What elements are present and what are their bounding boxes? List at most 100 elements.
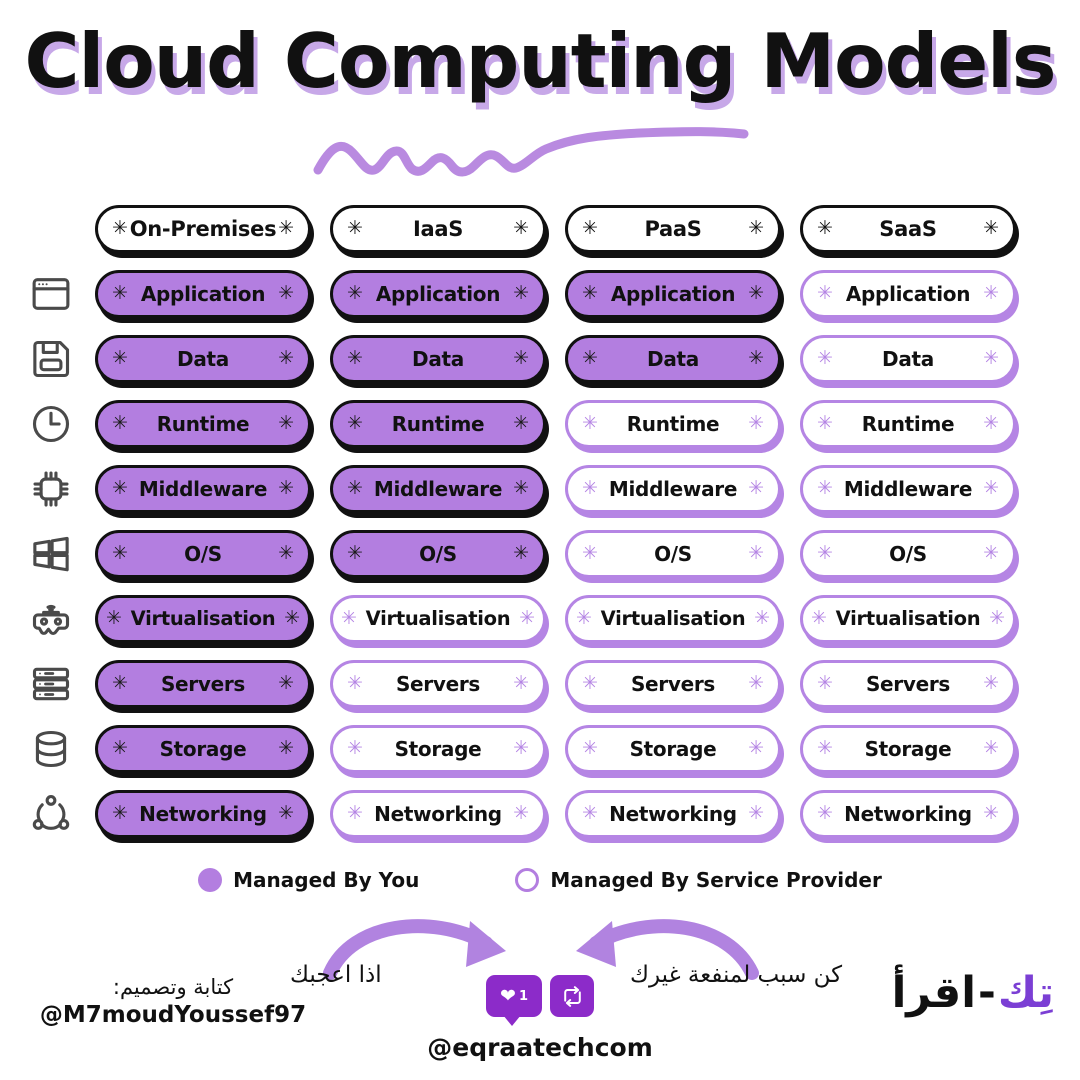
- asterisk-icon: ✳: [582, 672, 598, 694]
- grid-row-virtualisation: ✳ Virtualisation ✳ ✳ Virtualisation ✳ ✳ Virtual…: [0, 586, 1080, 651]
- cell-label: Networking: [374, 801, 502, 826]
- asterisk-icon: ✳: [983, 412, 999, 434]
- asterisk-icon: ✳: [112, 542, 128, 564]
- asterisk-icon: ✳: [106, 607, 122, 629]
- asterisk-icon: ✳: [347, 412, 363, 434]
- cell-label: O/S: [419, 541, 457, 566]
- cell-paas-virtualisation: ✳Virtualisation✳: [565, 594, 781, 643]
- cell-on-premises-data: ✳Data✳: [95, 334, 311, 383]
- legend-item-managed-by-service-provider: Managed By Service Provider: [515, 868, 882, 892]
- cell-label: Virtualisation: [130, 607, 276, 630]
- asterisk-icon: ✳: [817, 347, 833, 369]
- asterisk-icon: ✳: [513, 347, 529, 369]
- legend-label: Managed By Service Provider: [550, 868, 882, 892]
- column-header-label: IaaS: [412, 216, 464, 241]
- brand-logo-dark: اقرأ: [891, 968, 976, 1018]
- asterisk-icon: ✳: [513, 672, 529, 694]
- cell-iaas-runtime: ✳Runtime✳: [330, 399, 546, 448]
- cell-label: Middleware: [843, 476, 973, 501]
- account-handle[interactable]: @eqraatechcom: [427, 1033, 653, 1062]
- cell-label: Virtualisation: [600, 607, 746, 630]
- page-title: Cloud Computing Models: [24, 17, 1056, 105]
- cell-saas-storage: ✳Storage✳: [800, 724, 1016, 773]
- like-count: 1: [518, 988, 528, 1004]
- asterisk-icon: ✳: [513, 737, 529, 759]
- credit-label: كتابة وتصميم:: [112, 975, 234, 999]
- grid-row-storage: ✳Storage✳✳Storage✳✳Storage✳✳Storage✳: [0, 716, 1080, 781]
- cell-label: Runtime: [156, 411, 250, 436]
- asterisk-icon: ✳: [983, 542, 999, 564]
- cta-left-text: اذا اعجبك: [290, 962, 382, 988]
- like-badge[interactable]: ❤ 1: [486, 975, 542, 1026]
- cell-label: Runtime: [861, 411, 955, 436]
- cell-label: Virtualisation: [835, 607, 981, 630]
- cell-saas-runtime: ✳Runtime✳: [800, 399, 1016, 448]
- cell-on-premises-virtualisation: ✳Virtualisation✳: [95, 594, 311, 643]
- asterisk-icon: ✳: [112, 477, 128, 499]
- cell-paas-servers: ✳ Servers ✳: [565, 659, 781, 708]
- social-block: ❤ 1 @eqraatechcom: [0, 975, 1080, 1062]
- browser-window-icon: [26, 271, 76, 317]
- cell-label: Middleware: [138, 476, 268, 501]
- cell-on-premises-application: ✳Application✳: [95, 269, 311, 318]
- asterisk-icon: ✳: [112, 217, 128, 239]
- asterisk-icon: ✳: [513, 282, 529, 304]
- asterisk-icon: ✳: [748, 347, 764, 369]
- cell-label: Data: [882, 346, 934, 371]
- credit-block: كتابة وتصميم: @M7moudYoussef97: [38, 975, 308, 1028]
- asterisk-icon: ✳: [811, 607, 827, 629]
- cell-label: Middleware: [373, 476, 503, 501]
- cell-label: Storage: [394, 736, 482, 761]
- asterisk-icon: ✳: [513, 477, 529, 499]
- cell-iaas-virtualisation: ✳Virtualisation✳: [330, 594, 546, 643]
- asterisk-icon: ✳: [983, 347, 999, 369]
- asterisk-icon: ✳: [278, 802, 294, 824]
- asterisk-icon: ✳: [748, 282, 764, 304]
- cell-iaas-data: ✳Data✳: [330, 334, 546, 383]
- credit-handle[interactable]: @M7moudYoussef97: [39, 1002, 307, 1028]
- database-icon: [26, 726, 76, 772]
- asterisk-icon: ✳: [576, 607, 592, 629]
- legend: Managed By You Managed By Service Provide…: [0, 868, 1080, 892]
- column-header-saas: ✳SaaS✳: [800, 204, 1016, 253]
- cell-label: Servers: [160, 671, 246, 696]
- asterisk-icon: ✳: [582, 217, 598, 239]
- asterisk-icon: ✳: [983, 282, 999, 304]
- cell-label: Servers: [395, 671, 481, 696]
- asterisk-icon: ✳: [112, 347, 128, 369]
- cell-paas-storage: ✳Storage✳: [565, 724, 781, 773]
- repost-button[interactable]: [550, 975, 594, 1017]
- cell-label: Storage: [864, 736, 952, 761]
- brand-logo-purple: تِك: [997, 968, 1054, 1018]
- asterisk-icon: ✳: [278, 412, 294, 434]
- asterisk-icon: ✳: [347, 737, 363, 759]
- cell-saas-virtualisation: ✳ Virtualisation ✳: [800, 594, 1016, 643]
- asterisk-icon: ✳: [341, 607, 357, 629]
- legend-item-managed-by-you: Managed By You: [198, 868, 419, 892]
- cell-saas-application: ✳Application✳: [800, 269, 1016, 318]
- asterisk-icon: ✳: [112, 802, 128, 824]
- title-block: Cloud Computing Models: [0, 22, 1080, 101]
- heart-icon: ❤: [500, 984, 516, 1007]
- grid-row-runtime: ✳Runtime✳✳Runtime✳✳Runtime✳✳Runtime✳: [0, 391, 1080, 456]
- grid-row-application: ✳Application✳✳Application✳✳Application✳✳…: [0, 261, 1080, 326]
- asterisk-icon: ✳: [817, 802, 833, 824]
- asterisk-icon: ✳: [278, 542, 294, 564]
- column-header-label: PaaS: [644, 216, 702, 241]
- brand-logo-separator: -: [977, 968, 996, 1018]
- cell-label: Servers: [630, 671, 716, 696]
- cell-saas-servers: ✳Servers✳: [800, 659, 1016, 708]
- cell-label: Application: [140, 281, 266, 306]
- cell-label: Runtime: [626, 411, 720, 436]
- cell-on-premises-storage: ✳Storage✳: [95, 724, 311, 773]
- cell-on-premises-servers: ✳Servers✳: [95, 659, 311, 708]
- asterisk-icon: ✳: [983, 672, 999, 694]
- asterisk-icon: ✳: [347, 282, 363, 304]
- asterisk-icon: ✳: [748, 672, 764, 694]
- footer: اذا اعجبك كن سبب لمنفعة غيرك ❤ 1 @eqraat: [0, 915, 1080, 1080]
- asterisk-icon: ✳: [513, 542, 529, 564]
- asterisk-icon: ✳: [989, 607, 1005, 629]
- floppy-disk-icon: [26, 336, 76, 382]
- asterisk-icon: ✳: [278, 737, 294, 759]
- cell-paas-networking: ✳Networking✳: [565, 789, 781, 838]
